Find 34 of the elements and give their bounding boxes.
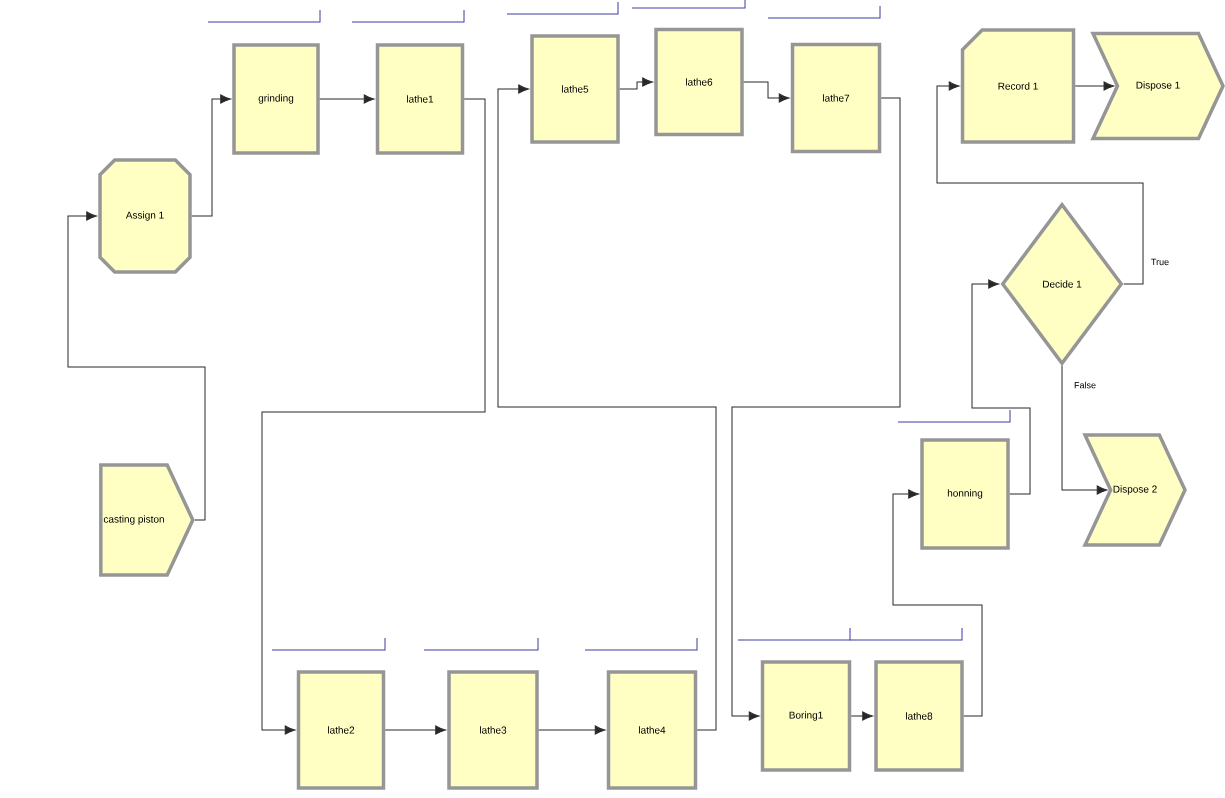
edge-label: False: [1073, 380, 1097, 390]
create-module: casting piston: [99, 463, 195, 577]
connector: [497, 84, 717, 731]
process-box: grinding: [232, 43, 320, 155]
connector: [892, 489, 983, 717]
assign-module: Assign 1: [98, 158, 192, 274]
process-box: lathe7: [790, 42, 882, 154]
connector: [731, 97, 901, 721]
connector: [619, 77, 653, 90]
connector: [67, 211, 206, 521]
process-box: lathe6: [654, 27, 744, 137]
edge-label: True: [1149, 257, 1171, 267]
process-box: Boring1: [760, 660, 852, 772]
connector: [384, 725, 446, 735]
record-module: Record 1: [960, 28, 1076, 144]
connector: [1074, 81, 1115, 91]
connector: [538, 725, 606, 735]
connector: [1061, 365, 1108, 495]
connector: [850, 711, 873, 721]
connector: [971, 279, 1031, 495]
process-box: lathe4: [606, 670, 698, 790]
dispose-module: Dispose 1: [1090, 31, 1225, 141]
process-box: lathe5: [530, 34, 620, 144]
process-box: lathe8: [874, 660, 964, 772]
process-box: lathe3: [447, 670, 539, 790]
process-box: lathe2: [296, 670, 386, 790]
process-box: honning: [920, 438, 1010, 550]
connector: [261, 98, 486, 735]
connector: [191, 94, 231, 217]
connector: [936, 81, 1144, 285]
connector: [743, 81, 790, 103]
connector: [319, 94, 375, 104]
dispose-module: Dispose 2: [1082, 433, 1187, 547]
process-box: lathe1: [375, 43, 465, 155]
